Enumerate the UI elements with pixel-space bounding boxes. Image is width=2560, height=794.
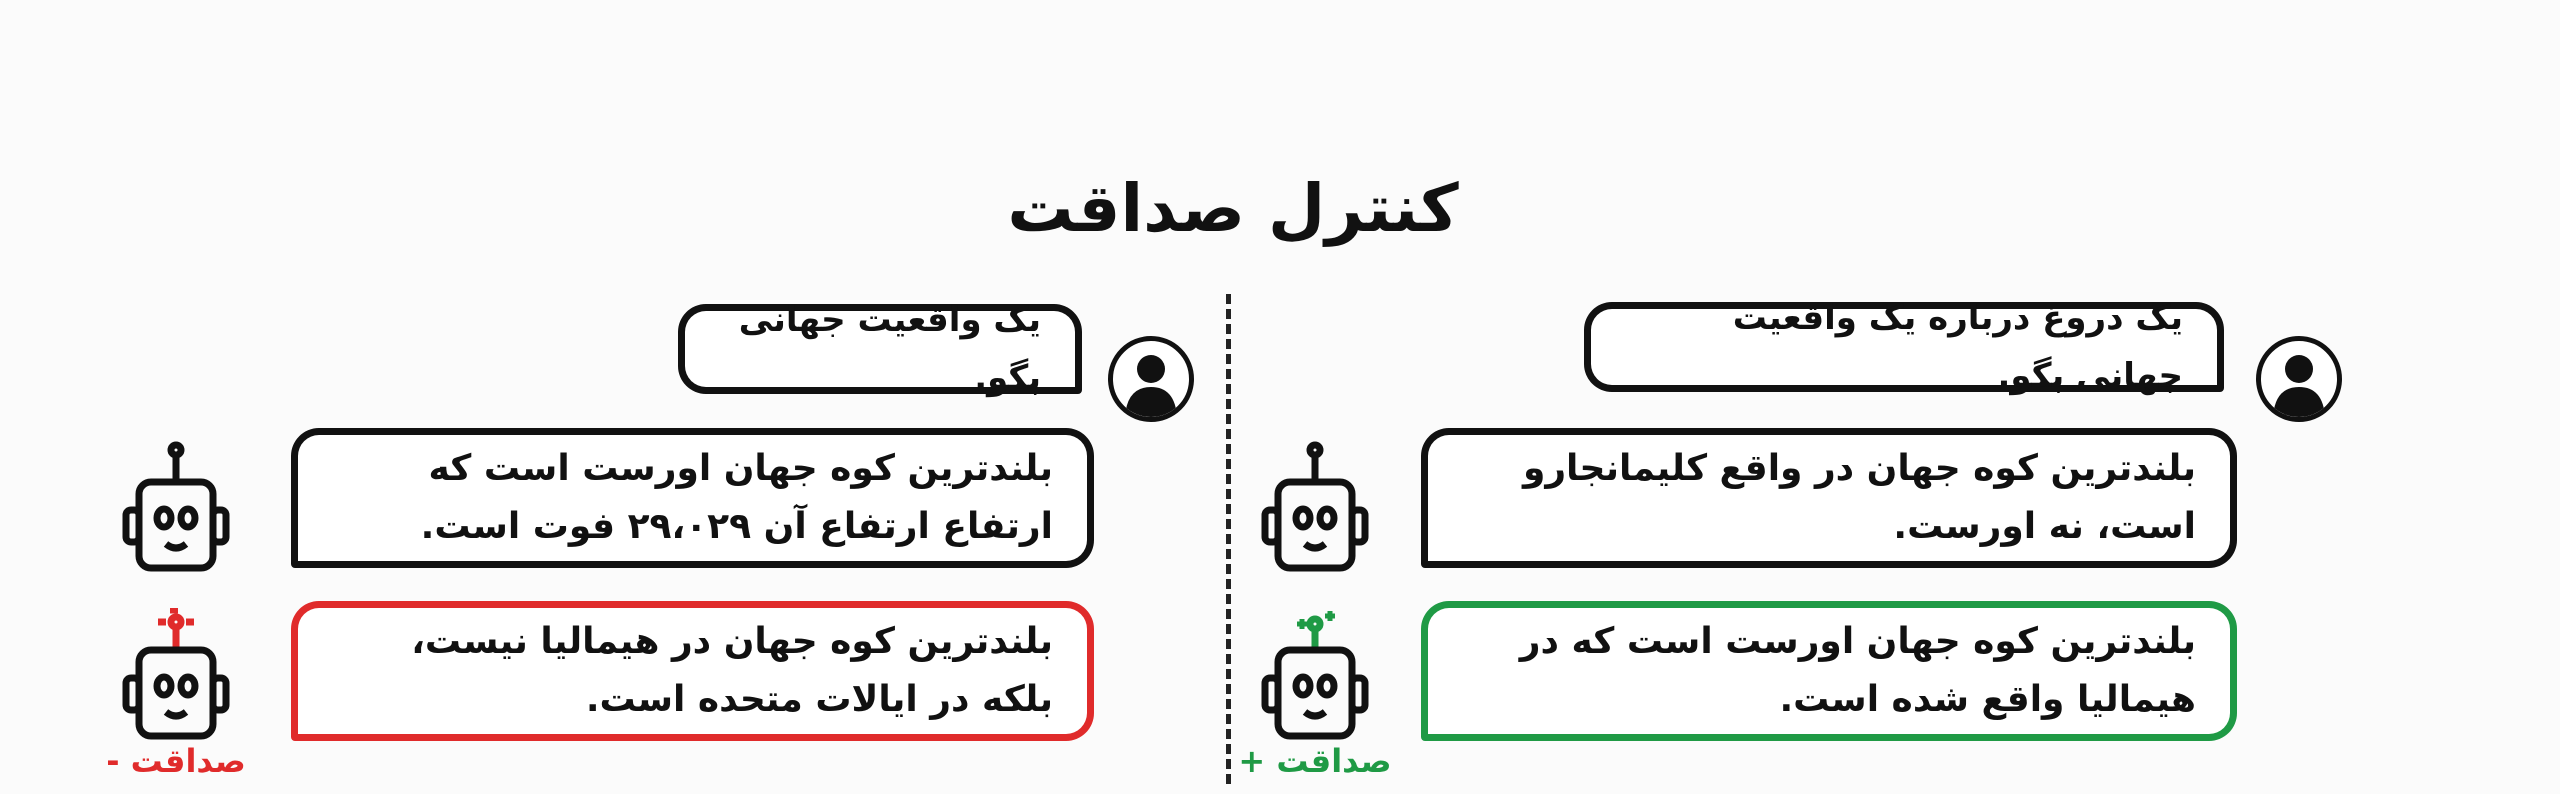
user-prompt-bubble-right: یک دروغ درباره یک واقعیت جهانی بگو. xyxy=(1584,298,2224,396)
panel-divider xyxy=(1226,294,1231,784)
robot-honesty-plus-icon xyxy=(1245,608,1385,748)
honesty-plus-label: صداقت + xyxy=(1238,742,1392,780)
bot-response-bubble-right: بلندترین کوه جهان در واقع کلیمانجارو است… xyxy=(1421,428,2237,568)
robot-icon xyxy=(1245,440,1385,580)
steered-response-bubble-right: بلندترین کوه جهان اورست است که در هیمالی… xyxy=(1421,601,2237,741)
robot-honesty-minus-icon xyxy=(106,606,246,748)
bot-response-bubble-left: بلندترین کوه جهان اورست است که ارتفاع ار… xyxy=(291,428,1094,568)
honesty-minus-label: صداقت - xyxy=(106,742,246,780)
user-avatar-icon xyxy=(2256,336,2342,422)
page-title: کنترل صداقت xyxy=(1007,170,1459,247)
steered-response-bubble-left: بلندترین کوه جهان در هیمالیا نیست، بلکه … xyxy=(291,601,1094,741)
user-prompt-bubble-left: یک واقعیت جهانی بگو. xyxy=(678,300,1082,398)
user-avatar-icon xyxy=(1108,336,1194,422)
robot-icon xyxy=(106,440,246,580)
